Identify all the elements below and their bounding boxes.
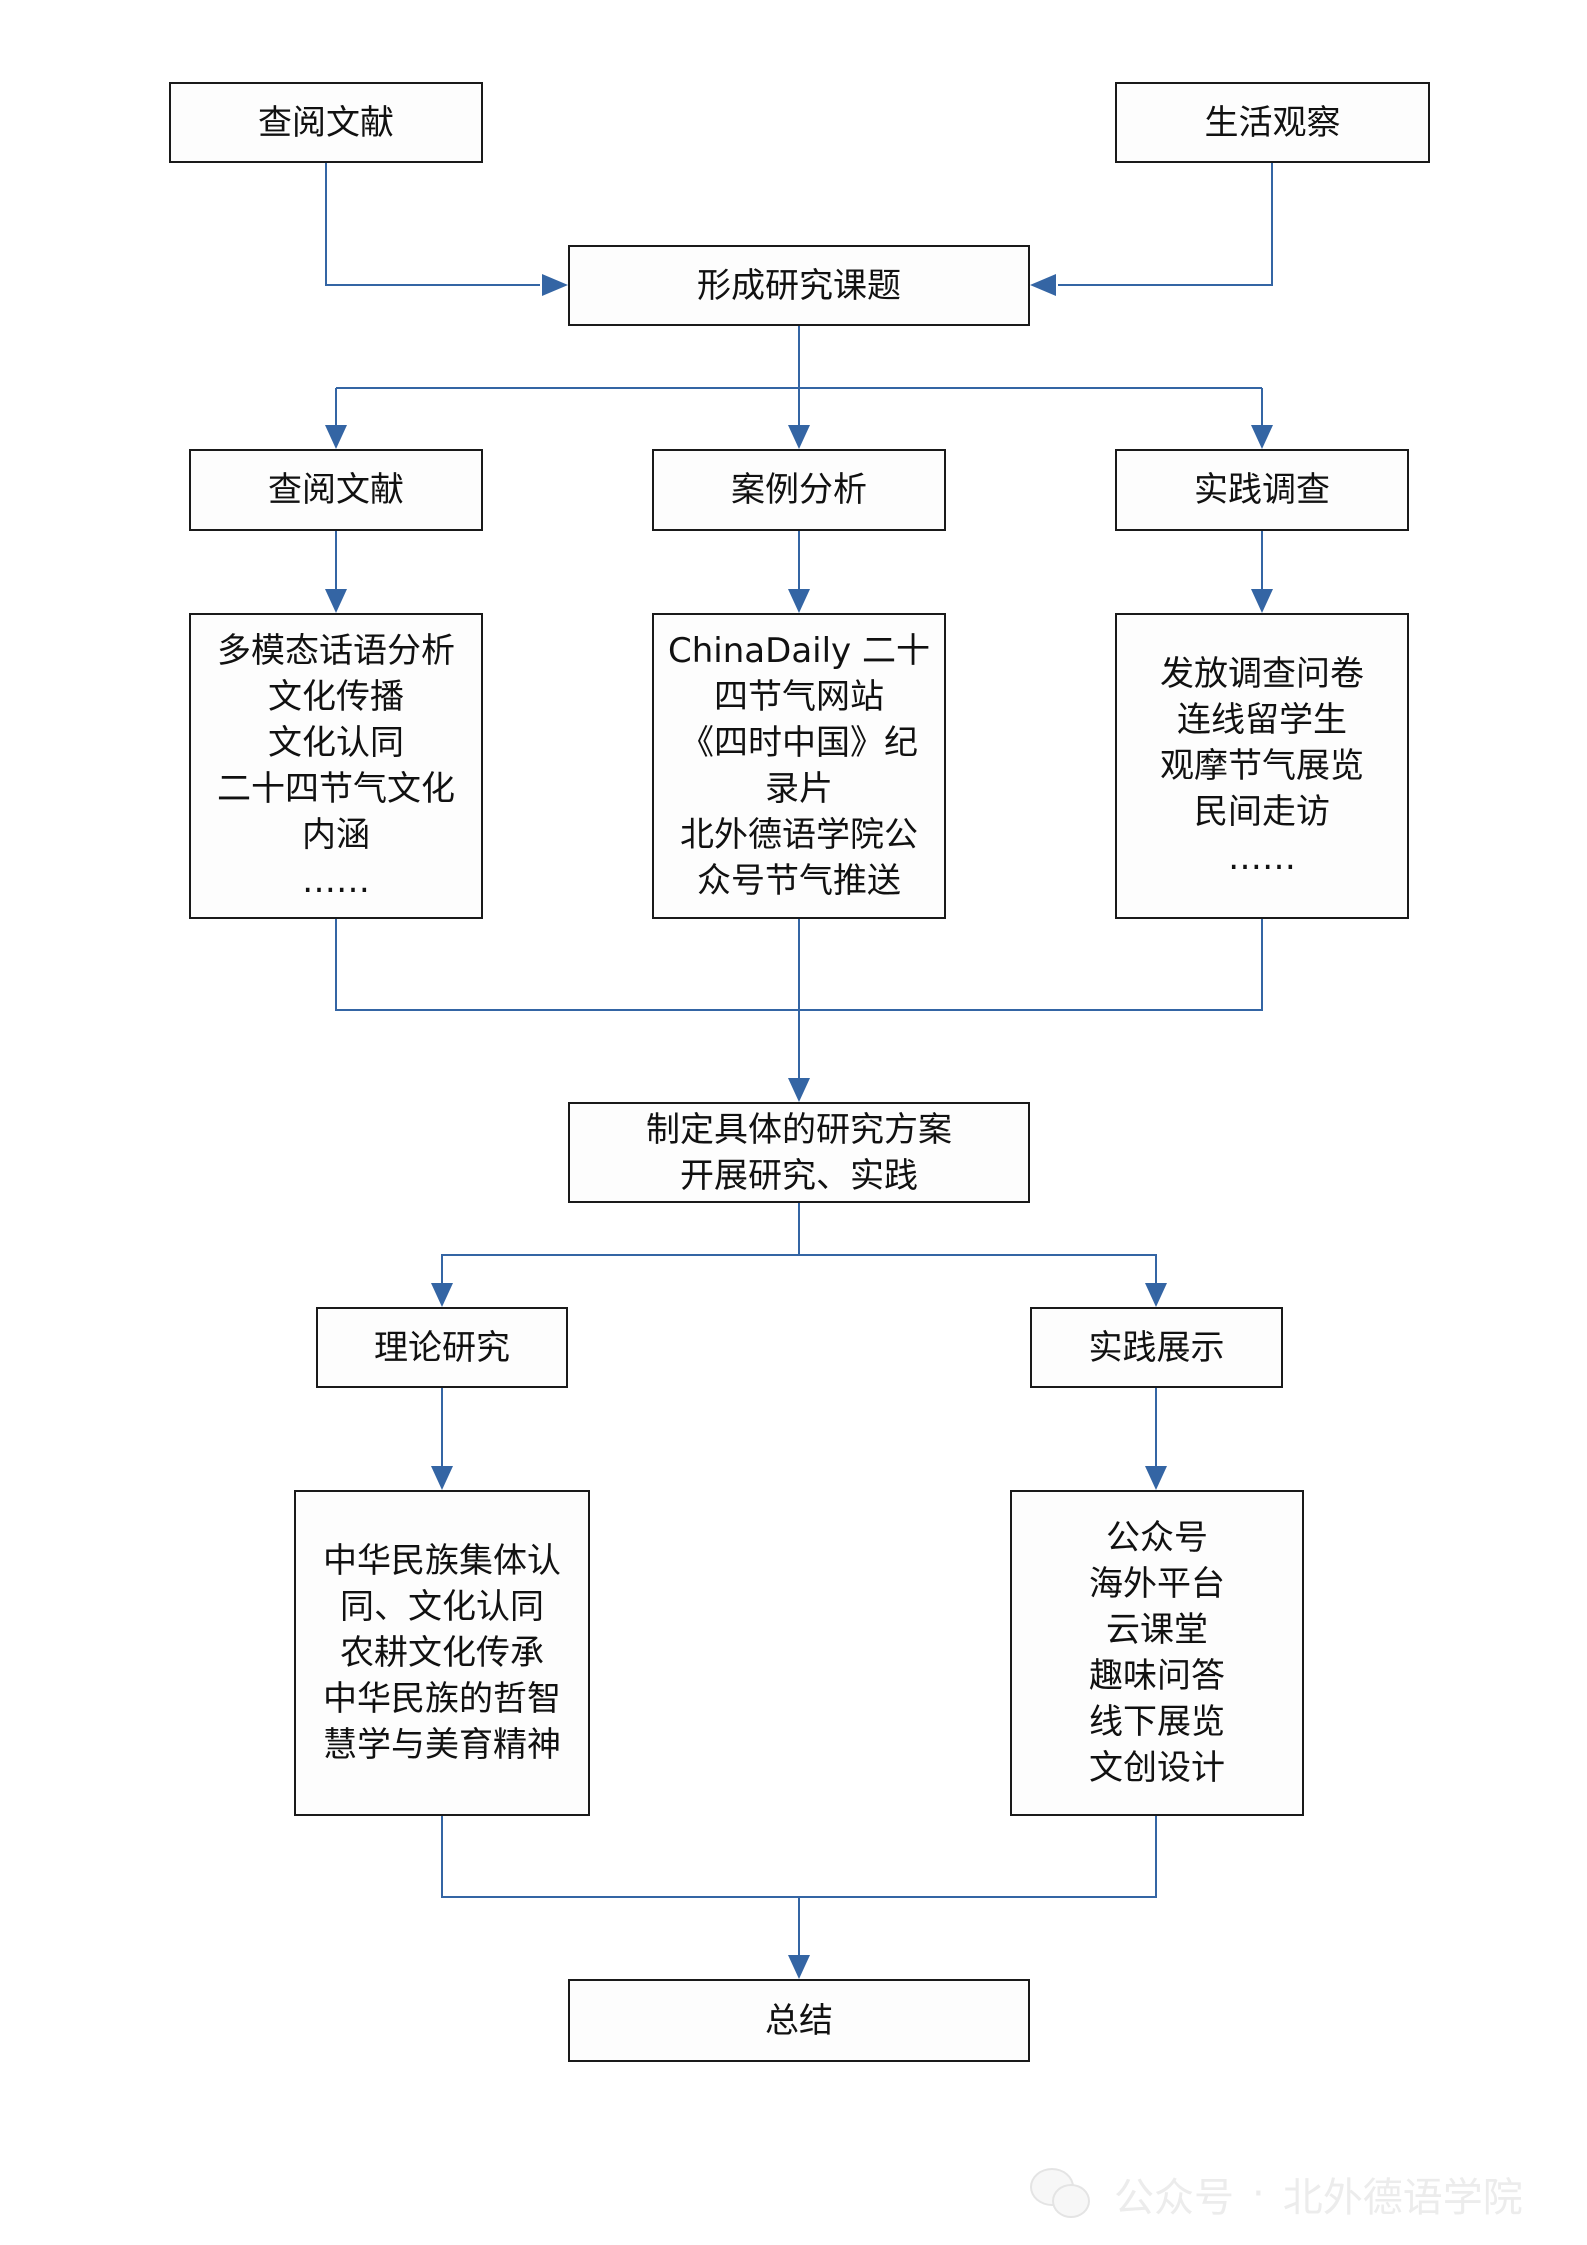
- detail-line: 趣味问答: [1089, 1656, 1225, 1696]
- arrow-head: [788, 425, 810, 449]
- arrow-head: [542, 274, 568, 296]
- arrow-head: [1251, 589, 1273, 613]
- detail-line: 众号节气推送: [697, 861, 901, 901]
- detail-line: 海外平台: [1089, 1564, 1225, 1604]
- watermark-prefix: 公众号: [1114, 2175, 1234, 2221]
- detail-line: 文化传播: [268, 677, 404, 717]
- plan-line: 开展研究、实践: [680, 1155, 918, 1196]
- method-box-literature: 查阅文献: [189, 449, 483, 531]
- arrow-head: [788, 1955, 810, 1979]
- detail-line: 农耕文化传承: [340, 1633, 544, 1673]
- watermark: 公众号 · 北外德语学院: [1030, 2165, 1523, 2223]
- detail-line: 中华民族集体认: [323, 1541, 561, 1581]
- plan-line: 制定具体的研究方案: [646, 1109, 952, 1150]
- arrow-head: [788, 1078, 810, 1102]
- detail-line: 中华民族的哲智: [323, 1679, 561, 1719]
- detail-box-showcase: 公众号 海外平台 云课堂 趣味问答 线下展览 文创设计: [1010, 1490, 1304, 1816]
- detail-box-literature: 多模态话语分析 文化传播 文化认同 二十四节气文化 内涵 ……: [189, 613, 483, 919]
- detail-line: 录片: [765, 769, 833, 809]
- box-label: 查阅文献: [258, 102, 394, 143]
- connector-source1-topic: [325, 163, 540, 286]
- detail-line: 文创设计: [1089, 1748, 1225, 1788]
- detail-box-theory: 中华民族集体认 同、文化认同 农耕文化传承 中华民族的哲智 慧学与美育精神: [294, 1490, 590, 1816]
- arrow-head: [431, 1283, 453, 1307]
- detail-line: 《四时中国》纪: [680, 723, 918, 763]
- arrow-head: [325, 589, 347, 613]
- detail-line: 云课堂: [1106, 1610, 1208, 1650]
- source-literature-box: 查阅文献: [169, 82, 483, 163]
- detail-line: 民间走访: [1194, 792, 1330, 832]
- connector-topic-methods: [335, 326, 1263, 425]
- watermark-separator: ·: [1252, 2171, 1265, 2217]
- connector-source2-topic: [1058, 163, 1273, 286]
- connector-to-summary: [441, 1816, 1157, 1955]
- box-label: 实践调查: [1194, 470, 1330, 510]
- detail-line: 线下展览: [1089, 1702, 1225, 1742]
- detail-line: 文化认同: [268, 723, 404, 763]
- detail-line: 发放调查问卷: [1160, 654, 1364, 694]
- connector-method-detail: [335, 531, 1263, 589]
- detail-line: 同、文化认同: [340, 1587, 544, 1627]
- wechat-icon: [1030, 2168, 1096, 2220]
- detail-line: ……: [302, 861, 370, 901]
- box-label: 实践展示: [1088, 1327, 1225, 1368]
- arrow-head: [788, 589, 810, 613]
- arrow-head: [1145, 1466, 1167, 1490]
- detail-line: 二十四节气文化: [217, 769, 455, 809]
- detail-line: 连线留学生: [1177, 700, 1347, 740]
- detail-line: 北外德语学院公: [680, 815, 918, 855]
- box-label: 总结: [765, 2000, 833, 2041]
- method-box-case: 案例分析: [652, 449, 946, 531]
- detail-line: 慧学与美育精神: [323, 1725, 561, 1765]
- detail-line: 观摩节气展览: [1160, 746, 1364, 786]
- box-label: 生活观察: [1204, 102, 1341, 143]
- topic-box: 形成研究课题: [568, 245, 1030, 326]
- watermark-account: 北外德语学院: [1282, 2175, 1523, 2221]
- detail-line: 内涵: [302, 815, 370, 855]
- arrow-head: [325, 425, 347, 449]
- arrow-head: [1030, 274, 1056, 296]
- detail-line: 公众号: [1106, 1518, 1208, 1558]
- arrow-head: [431, 1466, 453, 1490]
- connector-branch-detail: [441, 1388, 1157, 1466]
- detail-line: 四节气网站: [714, 677, 884, 717]
- connector-plan-branches: [441, 1203, 1157, 1283]
- source-observation-box: 生活观察: [1115, 82, 1430, 163]
- detail-box-practice: 发放调查问卷 连线留学生 观摩节气展览 民间走访 ……: [1115, 613, 1409, 919]
- detail-line: 多模态话语分析: [217, 631, 455, 671]
- method-box-practice: 实践调查: [1115, 449, 1409, 531]
- box-label: 查阅文献: [268, 470, 404, 510]
- box-label: 案例分析: [731, 470, 867, 510]
- arrow-head: [1251, 425, 1273, 449]
- branch-box-theory: 理论研究: [316, 1307, 568, 1388]
- detail-line: ……: [1228, 838, 1296, 878]
- box-label: 理论研究: [374, 1327, 510, 1368]
- detail-box-case: ChinaDaily 二十 四节气网站 《四时中国》纪 录片 北外德语学院公 众…: [652, 613, 946, 919]
- arrow-head: [1145, 1283, 1167, 1307]
- summary-box: 总结: [568, 1979, 1030, 2062]
- branch-box-showcase: 实践展示: [1030, 1307, 1283, 1388]
- connector-details-plan: [335, 919, 1263, 1078]
- plan-box: 制定具体的研究方案 开展研究、实践: [568, 1102, 1030, 1203]
- detail-line: ChinaDaily 二十: [668, 631, 930, 671]
- box-label: 形成研究课题: [697, 265, 901, 306]
